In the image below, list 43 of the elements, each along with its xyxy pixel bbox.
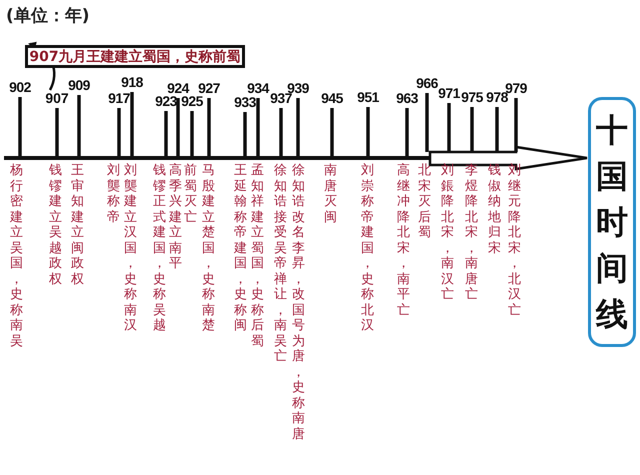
year-label: 925 [181, 94, 203, 109]
event-label: 钱镠正式建国，史称吴越 [153, 163, 166, 334]
event-label: 徐知诰改名李昇，改国号为唐，史称南唐 [292, 163, 305, 442]
year-label: 907 [44, 90, 70, 106]
event-label: 王延翰称帝建国，史称闽 [234, 163, 247, 334]
year-label: 934 [247, 81, 269, 96]
event-label: 钱镠建立吴越政权 [49, 163, 62, 287]
event-label: 王审知建立闽政权 [71, 163, 84, 287]
unit-label: (单位：年) [6, 5, 90, 27]
block-arrow [428, 146, 588, 170]
year-label: 909 [68, 78, 90, 93]
event-label: 刘龑建立汉国，史称南汉 [124, 163, 137, 334]
event-label: 高季兴建立南平 [169, 163, 182, 272]
year-label: 951 [357, 90, 379, 105]
event-label: 钱俶纳地归宋 [488, 163, 501, 256]
event-label: 刘崇称帝建国，史称北汉 [361, 163, 374, 334]
year-label: 923 [155, 94, 177, 109]
year-label: 963 [396, 91, 418, 106]
year-label: 902 [9, 80, 31, 95]
event-label: 高继冲降北宋，南平亡 [397, 163, 410, 318]
event-label: 南唐灭闽 [324, 163, 337, 225]
event-label: 刘龑称帝 [107, 163, 120, 225]
year-label: 917 [108, 91, 130, 106]
year-label: 966 [416, 76, 438, 91]
event-label: 北宋灭后蜀 [418, 163, 431, 240]
year-label: 945 [321, 91, 343, 106]
year-label: 975 [461, 90, 483, 105]
event-label: 刘鋹降北宋，南汉亡 [441, 163, 454, 302]
year-label: 927 [198, 81, 220, 96]
event-label: 徐知诰接受吴帝禅让，南吴亡 [274, 163, 287, 364]
event-label: 李煜降北宋，南唐亡 [465, 163, 478, 302]
year-label: 924 [167, 81, 189, 96]
year-label: 918 [121, 75, 143, 90]
event-label: 刘继元降北宋，北汉亡 [508, 163, 521, 318]
event-label: 杨行密建立吴国，史称南吴 [10, 163, 23, 349]
year-label: 978 [486, 90, 508, 105]
year-label: 971 [438, 86, 460, 101]
event-label: 前蜀灭亡 [184, 163, 197, 225]
title-box: 十国时间线 [588, 97, 636, 347]
event-label: 马殷建立楚国，史称南楚 [202, 163, 215, 334]
year-label: 933 [234, 95, 256, 110]
callout-box: 907九月王建建立蜀国，史称前蜀 [25, 45, 245, 68]
event-label: 孟知祥建立蜀国，史称后蜀 [251, 163, 264, 349]
